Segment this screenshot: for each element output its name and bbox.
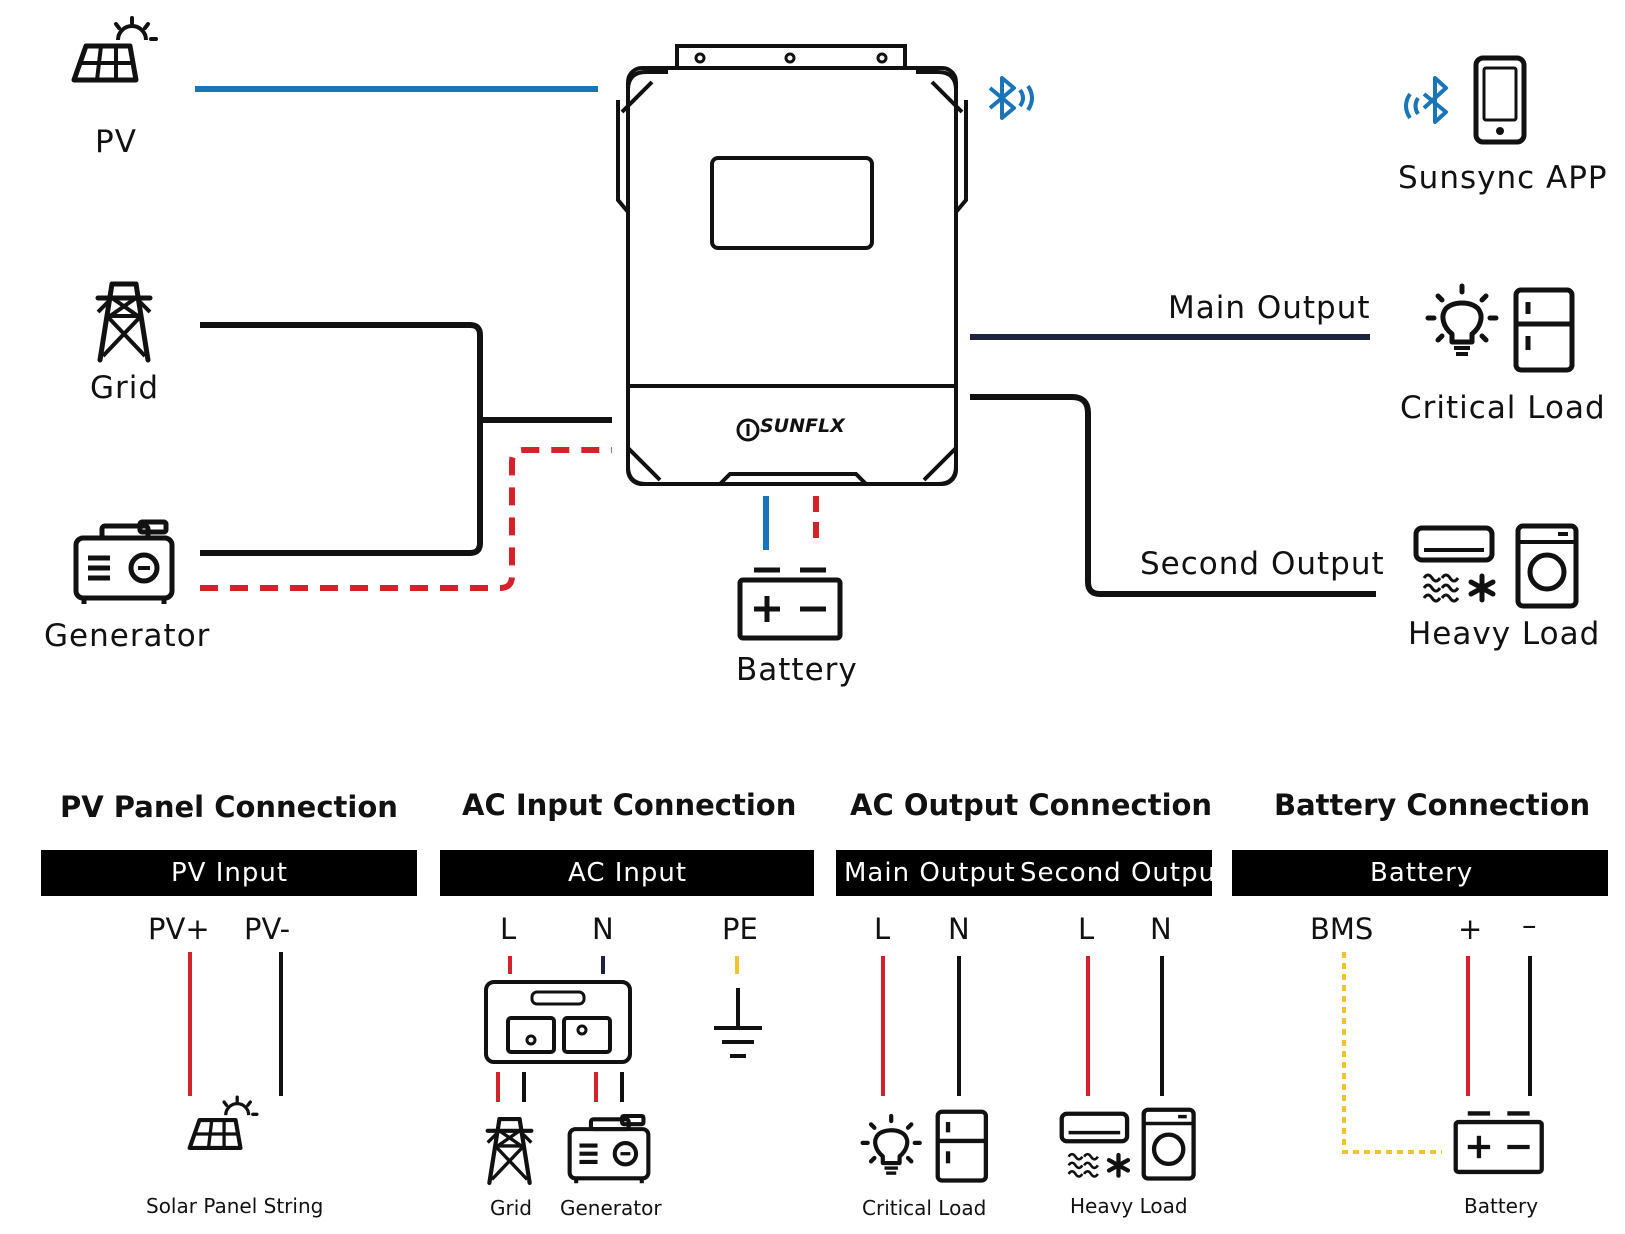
second-output-line	[970, 394, 1376, 597]
inverter-display-screen	[710, 156, 874, 250]
ac-output-connection-title: AC Output Connection	[850, 788, 1213, 822]
ac-output-bar: Main Output Second Output	[836, 850, 1226, 896]
battery-minus-terminal: –	[1522, 908, 1537, 942]
grid-caption: Grid	[490, 1196, 532, 1220]
smartphone-icon	[1473, 55, 1527, 145]
pv-input-bar-label: PV Input	[171, 858, 289, 888]
solar-panel-string-icon	[190, 1097, 257, 1148]
pv-label: PV	[95, 124, 137, 160]
grid-label: Grid	[90, 370, 160, 406]
bluetooth-icon	[988, 76, 1034, 120]
heavy-load-label: Heavy Load	[1408, 616, 1601, 652]
app-label: Sunsync APP	[1398, 160, 1608, 196]
battery-small-icon	[1456, 1113, 1542, 1171]
pv-input-bar: PV Input	[41, 850, 417, 896]
battery-label: Battery	[736, 652, 858, 688]
lightbulb-small-icon	[863, 1116, 920, 1173]
generator-icon	[76, 522, 172, 604]
bms-terminal: BMS	[1310, 912, 1374, 946]
generator-dashed-line	[200, 447, 612, 591]
ac-input-n-terminal: N	[592, 912, 614, 946]
air-conditioner-small-icon	[1062, 1114, 1128, 1177]
main-output-bar-label: Main Output	[844, 858, 1016, 888]
brand-logo-text: SUNFLX	[760, 415, 845, 437]
lightbulb-icon	[1428, 286, 1496, 354]
heavy-load-caption: Heavy Load	[1070, 1194, 1188, 1218]
grid-pylon-icon	[98, 284, 150, 360]
critical-load-caption: Critical Load	[862, 1196, 987, 1220]
ac-input-l-terminal: L	[500, 912, 517, 946]
generator-small-icon	[570, 1116, 649, 1183]
pv-minus-terminal: PV-	[244, 912, 291, 946]
generator-label: Generator	[44, 618, 211, 654]
second-output-bar-label: Second Output	[1020, 858, 1228, 888]
solar-panel-string-caption: Solar Panel String	[146, 1194, 324, 1218]
washing-machine-small-icon	[1144, 1110, 1194, 1179]
phone-bluetooth-icon	[1404, 76, 1448, 124]
air-conditioner-icon	[1416, 528, 1493, 601]
battery-icon	[740, 570, 840, 638]
washing-machine-icon	[1518, 526, 1576, 606]
grid-connection-line	[200, 322, 483, 556]
ac-input-bar: AC Input	[440, 850, 814, 896]
ac-input-bar-label: AC Input	[568, 858, 688, 888]
pv-plus-terminal: PV+	[148, 912, 210, 946]
second-output-l-terminal: L	[1078, 912, 1095, 946]
main-output-l-terminal: L	[874, 912, 891, 946]
main-output-label: Main Output	[1168, 290, 1371, 326]
brand-logo-icon	[736, 418, 760, 442]
second-output-label: Second Output	[1140, 546, 1385, 582]
ac-input-pe-terminal: PE	[722, 912, 758, 946]
main-output-n-terminal: N	[948, 912, 970, 946]
battery-plus-terminal: +	[1458, 912, 1483, 946]
fridge-icon	[1516, 290, 1572, 370]
bms-wire	[1342, 952, 1442, 1154]
pv-solar-panel-icon	[74, 18, 156, 80]
ground-symbol-icon	[712, 986, 764, 1058]
pv-panel-connection-title: PV Panel Connection	[60, 790, 398, 824]
battery-bar-label: Battery	[1370, 858, 1474, 888]
ats-switch-icon	[484, 980, 632, 1064]
battery-bar: Battery	[1232, 850, 1608, 896]
critical-load-label: Critical Load	[1400, 390, 1606, 426]
second-output-n-terminal: N	[1150, 912, 1172, 946]
fridge-small-icon	[938, 1112, 986, 1181]
ac-input-connection-title: AC Input Connection	[462, 788, 797, 822]
grid-pylon-small-icon	[488, 1119, 532, 1183]
battery-connection-title: Battery Connection	[1274, 788, 1591, 822]
generator-caption: Generator	[560, 1196, 662, 1220]
battery-caption: Battery	[1464, 1194, 1539, 1218]
